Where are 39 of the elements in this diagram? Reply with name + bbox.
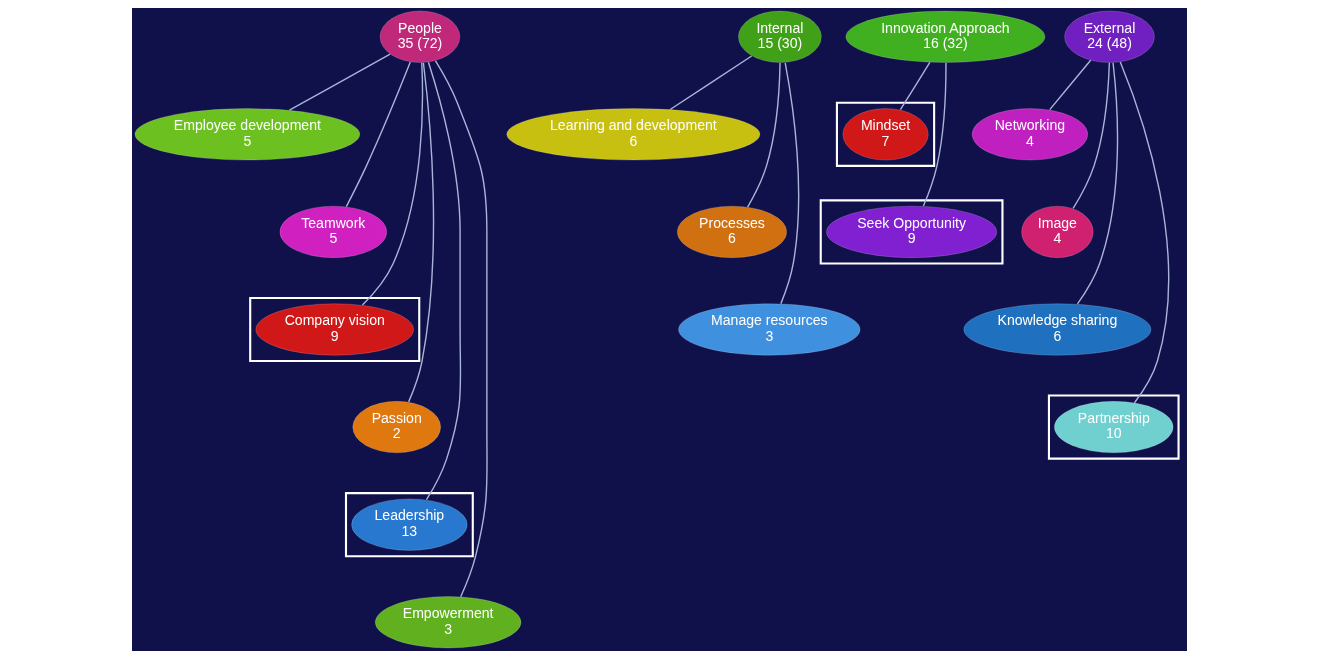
connector — [1076, 62, 1119, 305]
node-ellipse: Processes 6 — [677, 205, 787, 258]
node-ellipse: Manage resources 3 — [678, 303, 861, 356]
connector — [1119, 61, 1170, 404]
node-ellipse: External 24 (48) — [1064, 10, 1155, 63]
node-ellipse: Passion 2 — [352, 401, 442, 454]
node-ellipse: Mindset 7 — [842, 108, 929, 161]
node-ellipse: Learning and development 6 — [506, 108, 761, 161]
node-ellipse: Partnership 10 — [1054, 401, 1174, 454]
node-ellipse: Employee development 5 — [134, 108, 361, 161]
cluster — [1047, 394, 1180, 460]
node-ellipse: Seek Opportunity 9 — [826, 205, 998, 258]
cluster — [835, 101, 936, 167]
connector — [1049, 59, 1092, 111]
connector — [434, 60, 488, 598]
connector — [899, 61, 931, 111]
node-ellipse: Leadership 13 — [351, 498, 468, 551]
node-ellipse: Knowledge sharing 6 — [963, 303, 1152, 356]
connector — [407, 62, 435, 403]
node-ellipse: Networking 4 — [971, 108, 1089, 161]
connector — [345, 61, 411, 208]
cluster — [819, 199, 1004, 265]
node-ellipse: Company vision 9 — [255, 303, 414, 356]
connector — [746, 62, 781, 208]
connector — [288, 53, 391, 111]
node-ellipse: Image 4 — [1021, 205, 1094, 258]
connector — [361, 62, 424, 306]
cluster — [249, 296, 421, 363]
node-ellipse: Internal 15 (30) — [738, 10, 822, 63]
node-ellipse: Innovation Approach 16 (32) — [845, 10, 1046, 63]
node-ellipse: Empowerment 3 — [374, 596, 522, 649]
cluster — [344, 492, 474, 558]
connector — [780, 62, 800, 305]
connector — [922, 62, 947, 207]
connector — [425, 61, 462, 501]
connector — [1072, 62, 1111, 210]
node-ellipse: People 35 (72) — [379, 10, 461, 63]
connector — [669, 55, 753, 111]
node-ellipse: Teamwork 5 — [279, 205, 388, 258]
